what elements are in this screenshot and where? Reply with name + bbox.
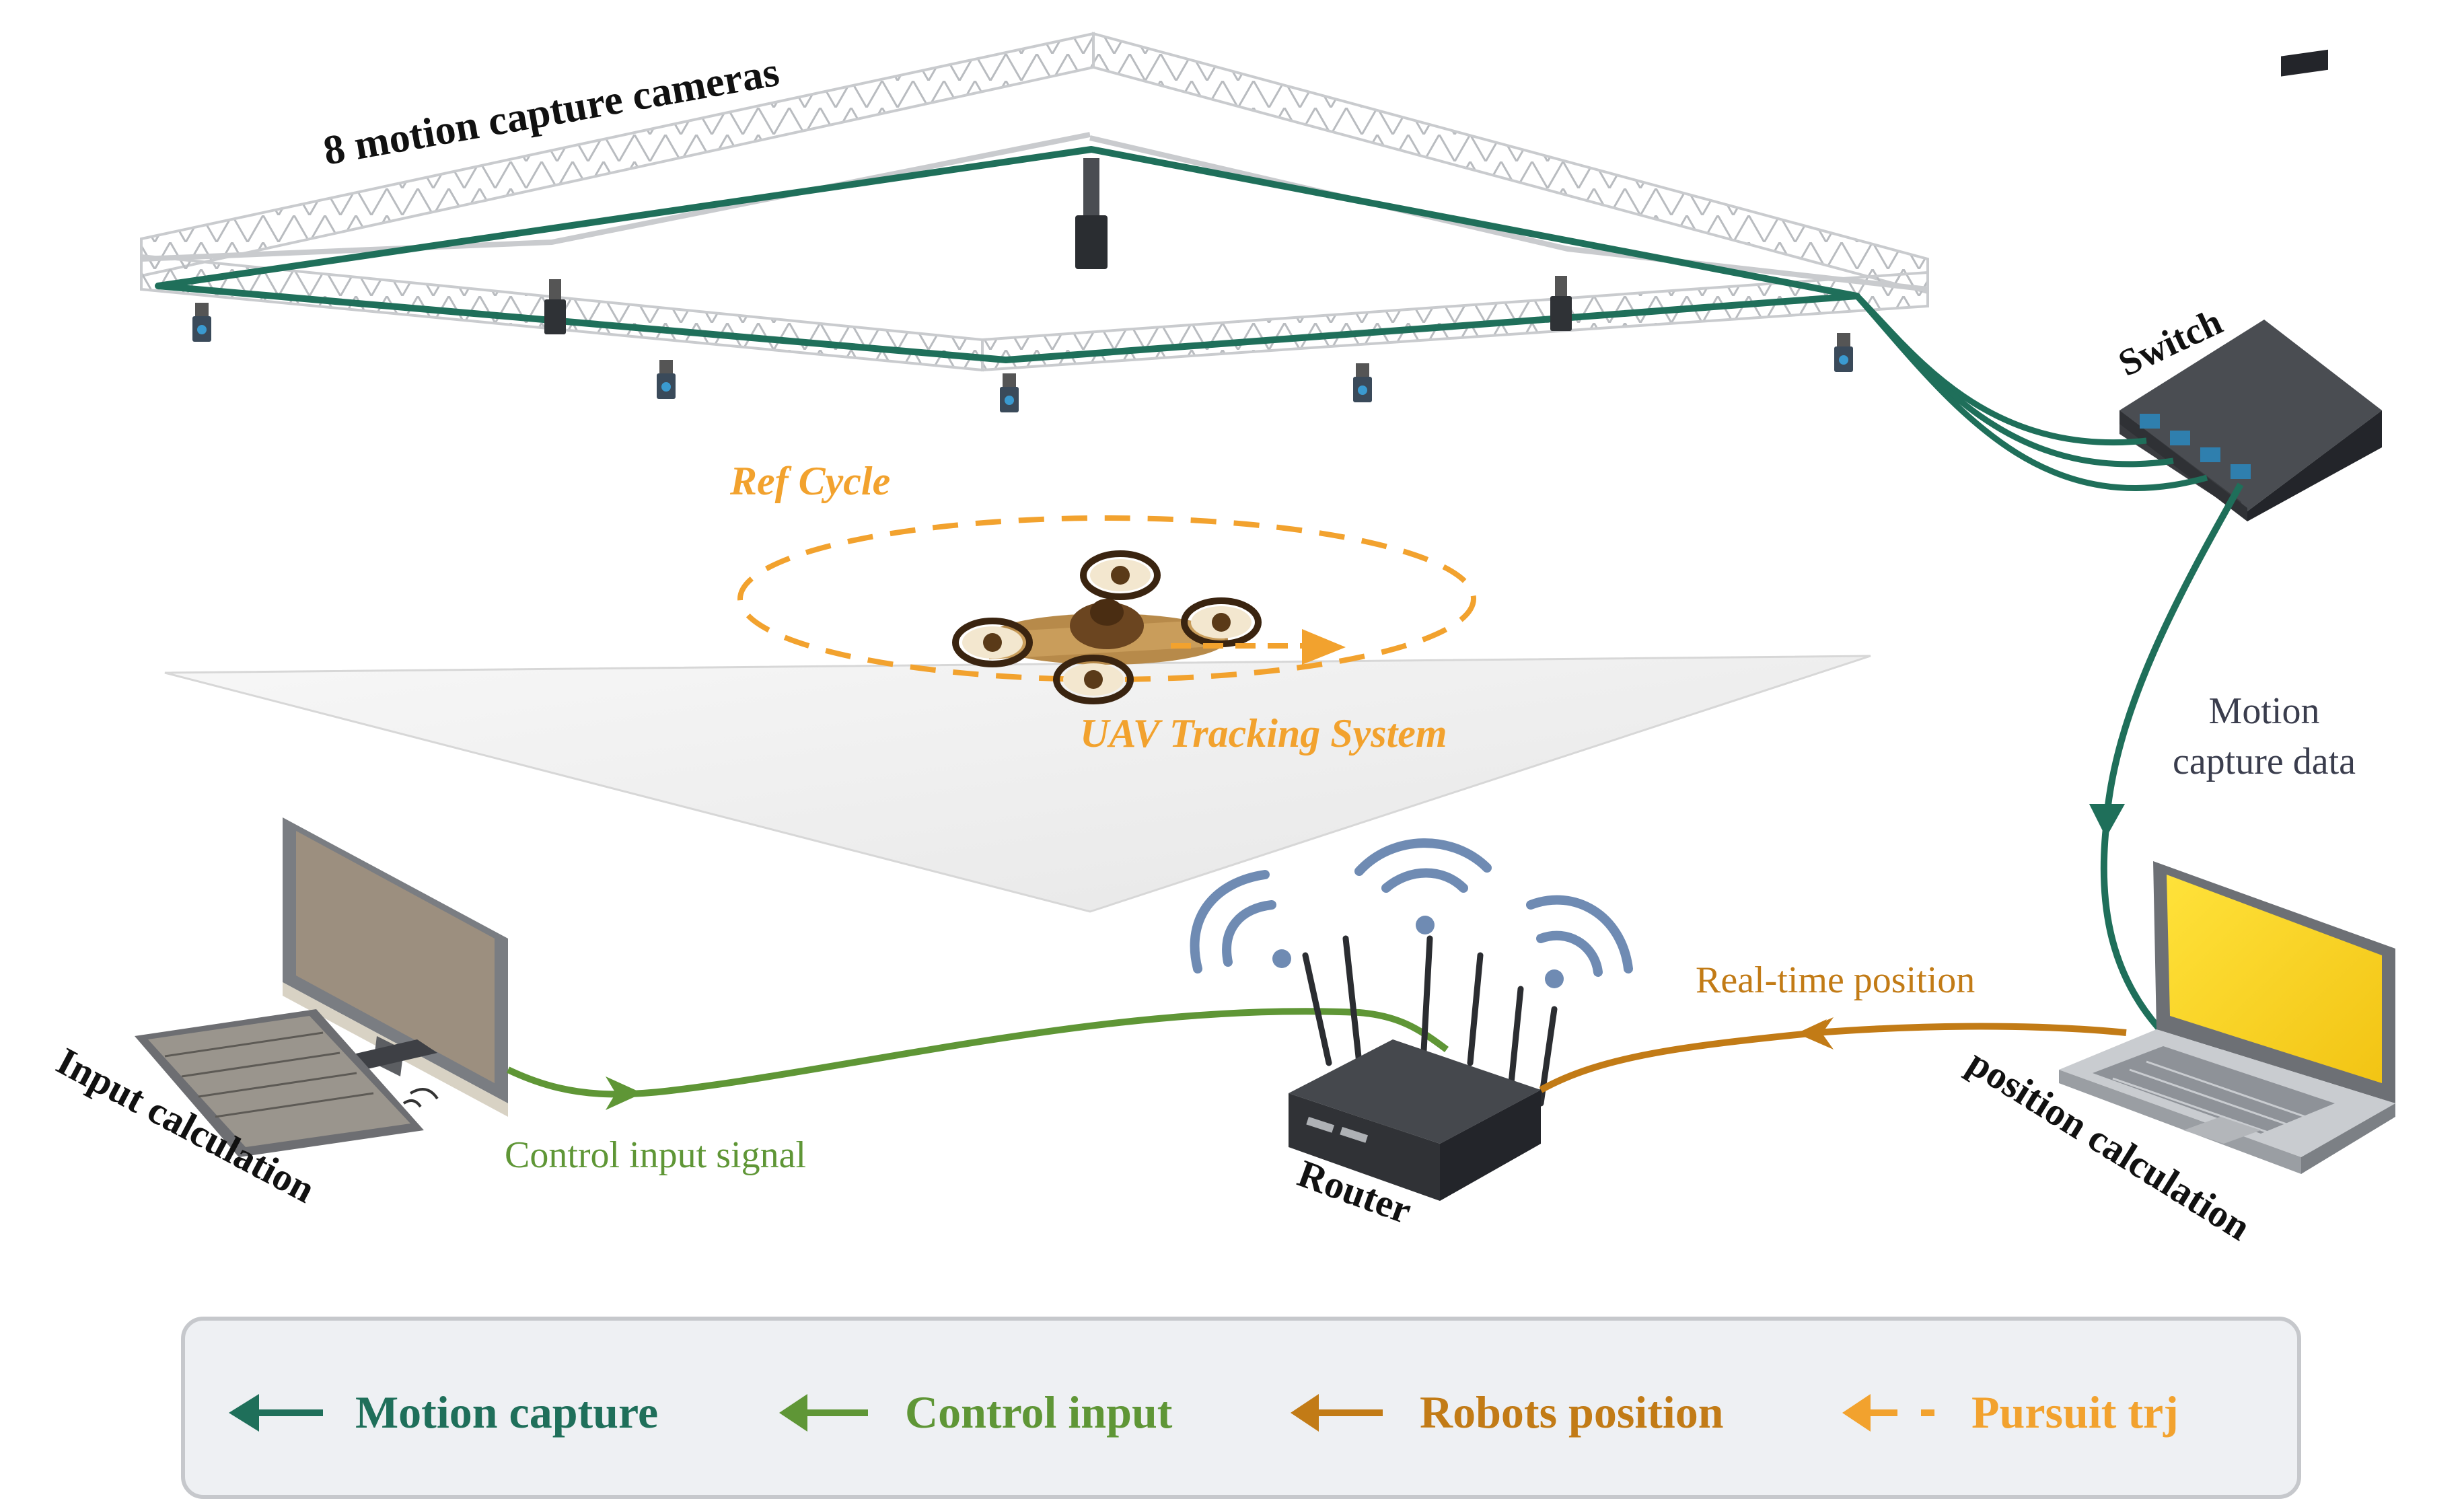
legend-arrow-control-input xyxy=(779,1394,807,1432)
motion-capture-arrowhead xyxy=(2089,804,2125,838)
motion-data-label-line2: capture data xyxy=(2173,741,2356,782)
motion-camera-icon-5 xyxy=(1834,333,1853,372)
legend-label-control-input: Control input xyxy=(905,1387,1173,1438)
wifi-dot-2 xyxy=(1416,916,1435,934)
legend-item-control-input: Control input xyxy=(779,1387,1173,1438)
uav-system-label: UAV Tracking System xyxy=(1080,711,1447,756)
laptop-computer-icon xyxy=(2059,861,2395,1174)
control-input-arrowhead xyxy=(606,1076,643,1110)
legend-item-pursuit-trj: Pursuit trj xyxy=(1842,1387,2179,1438)
legend-item-robots-position: Robots position xyxy=(1291,1387,1724,1438)
legend-item-motion-capture: Motion capture xyxy=(229,1387,658,1438)
truss-frame-icon xyxy=(140,32,1929,372)
control-signal-label: Control input signal xyxy=(505,1134,806,1176)
real-time-position-arrow-tip xyxy=(1797,1017,1834,1050)
pursuit-arrowhead xyxy=(1302,629,1346,665)
motion-data-label-line1: Motion xyxy=(2209,690,2320,732)
wifi-router-icon xyxy=(1289,935,1558,1201)
legend-arrow-robots-position xyxy=(1291,1394,1319,1432)
motion-camera-icon-2 xyxy=(657,360,676,399)
real-time-position-label: Real-time position xyxy=(1696,959,1975,1001)
motion-camera-icon-3 xyxy=(1000,373,1019,412)
desktop-computer-icon xyxy=(135,817,508,1157)
ref-cycle-label: Ref Cycle xyxy=(729,459,890,503)
motion-camera-icon-8 xyxy=(1550,276,1572,331)
legend-label-robots-position: Robots position xyxy=(1420,1387,1724,1438)
quadrotor-drone-icon xyxy=(952,550,1262,704)
motion-camera-icon-7 xyxy=(1075,158,1108,269)
legend-box xyxy=(181,1317,2301,1499)
motion-camera-icon-6 xyxy=(544,279,566,334)
motion-camera-icon-1 xyxy=(192,303,211,342)
legend-label-motion-capture: Motion capture xyxy=(355,1387,658,1438)
legend-arrow-motion-capture xyxy=(229,1394,259,1432)
legend-label-pursuit-trj: Pursuit trj xyxy=(1971,1387,2179,1438)
control-input-line xyxy=(506,1008,1449,1098)
wifi-dot-1 xyxy=(1272,949,1291,968)
arena-floor xyxy=(164,655,1871,913)
motion-camera-icon-4 xyxy=(1353,363,1372,402)
wifi-dot-3 xyxy=(1545,969,1564,988)
wifi-signal-icon xyxy=(1190,838,1633,977)
switch-cables xyxy=(1854,293,2208,492)
network-switch-icon xyxy=(2119,49,2382,521)
legend-arrow-pursuit-trj xyxy=(1842,1394,1871,1432)
